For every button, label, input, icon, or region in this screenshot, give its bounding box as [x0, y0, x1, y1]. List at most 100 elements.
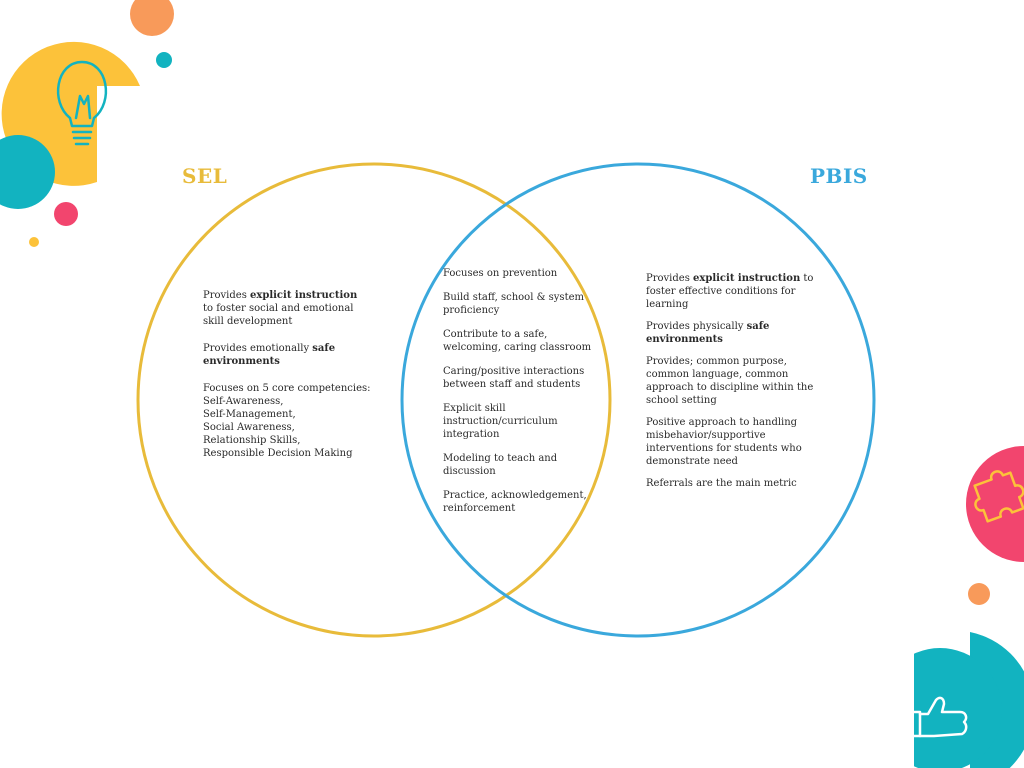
- text: school setting: [646, 395, 717, 406]
- text: Self-Management,: [203, 409, 296, 420]
- pbis-item-line: school setting: [646, 394, 836, 407]
- text: welcoming, caring classroom: [443, 342, 592, 353]
- sel-item-line: Provides emotionally safe: [203, 342, 403, 355]
- pbis-item-line: Provides; common purpose,: [646, 355, 836, 368]
- decor-dot-teal-small: [156, 52, 172, 68]
- text: demonstrate need: [646, 456, 738, 467]
- text: misbehavior/supportive: [646, 430, 766, 441]
- sel-item-line: Responsible Decision Making: [203, 447, 403, 460]
- shared-item-line: integration: [443, 428, 593, 441]
- shared-item: Modeling to teach and discussion: [443, 452, 593, 478]
- text: reinforcement: [443, 503, 516, 514]
- bold-text: safe: [746, 321, 770, 332]
- sel-item: Focuses on 5 core competencies:Self-Awar…: [203, 382, 403, 460]
- text: Referrals are the main metric: [646, 478, 797, 489]
- sel-item-line: Self-Awareness,: [203, 395, 403, 408]
- text: Social Awareness,: [203, 422, 295, 433]
- text: Provides: [646, 273, 694, 284]
- text: between staff and students: [443, 379, 581, 390]
- pbis-circle: [400, 162, 876, 638]
- pbis-item-line: Provides explicit instruction to: [646, 272, 836, 285]
- shared-item-line: proficiency: [443, 304, 593, 317]
- pbis-item-line: demonstrate need: [646, 455, 836, 468]
- text: Provides physically: [646, 321, 747, 332]
- text: Focuses on prevention: [443, 268, 558, 279]
- text: foster effective conditions for: [646, 286, 796, 297]
- thumbs-up-icon: [914, 696, 968, 738]
- text: Build staff, school & system: [443, 292, 584, 303]
- text: learning: [646, 299, 689, 310]
- pbis-item-line: Provides physically safe: [646, 320, 836, 333]
- shared-item-line: between staff and students: [443, 378, 593, 391]
- bold-text: explicit instruction: [693, 273, 801, 284]
- lightbulb-icon: [56, 60, 108, 146]
- text: to foster social and emotional: [203, 303, 354, 314]
- pbis-item-line: approach to discipline within the: [646, 381, 836, 394]
- decor-top-left: [0, 0, 174, 247]
- shared-item: Focuses on prevention: [443, 267, 593, 280]
- text: Practice, acknowledgement,: [443, 490, 587, 501]
- shared-item: Practice, acknowledgement, reinforcement: [443, 489, 593, 515]
- text: interventions for students who: [646, 443, 802, 454]
- decor-right: [914, 446, 1024, 768]
- sel-item-line: skill development: [203, 315, 403, 328]
- text: Caring/positive interactions: [443, 366, 585, 377]
- pbis-item-line: foster effective conditions for: [646, 285, 836, 298]
- sel-item-line: Relationship Skills,: [203, 434, 403, 447]
- sel-item-line: environments: [203, 355, 403, 368]
- pbis-item-line: common language, common: [646, 368, 836, 381]
- decor-circle-teal-bottom: [914, 648, 1002, 768]
- text: instruction/curriculum: [443, 416, 558, 427]
- pbis-item: Referrals are the main metric: [646, 477, 836, 490]
- sel-item-line: Self-Management,: [203, 408, 403, 421]
- pbis-item-line: Referrals are the main metric: [646, 477, 836, 490]
- text: Provides: [203, 290, 251, 301]
- pbis-item-line: learning: [646, 298, 836, 311]
- text: Modeling to teach and: [443, 453, 558, 464]
- text: Explicit skill: [443, 403, 506, 414]
- text: discussion: [443, 466, 496, 477]
- sel-item-line: Provides explicit instruction: [203, 289, 403, 302]
- decor-pink-half-circle: [966, 446, 1024, 562]
- text: Focuses on 5 core competencies:: [203, 383, 371, 394]
- text: Positive approach to handling: [646, 417, 798, 428]
- shared-item-line: Modeling to teach and: [443, 452, 593, 465]
- bold-text: environments: [646, 334, 723, 345]
- pbis-item: Provides; common purpose, common language…: [646, 355, 836, 407]
- text: common language, common: [646, 369, 789, 380]
- text: Provides; common purpose,: [646, 356, 787, 367]
- bold-text: explicit instruction: [250, 290, 358, 301]
- shared-item-line: Caring/positive interactions: [443, 365, 593, 378]
- text: Contribute to a safe,: [443, 329, 548, 340]
- pbis-item-line: environments: [646, 333, 836, 346]
- decor-circle-orange: [130, 0, 174, 36]
- pbis-item-line: interventions for students who: [646, 442, 836, 455]
- text: proficiency: [443, 305, 500, 316]
- sel-item-line: to foster social and emotional: [203, 302, 403, 315]
- text: skill development: [203, 316, 293, 327]
- text: Relationship Skills,: [203, 435, 301, 446]
- sel-item-line: Social Awareness,: [203, 421, 403, 434]
- text: approach to discipline within the: [646, 382, 814, 393]
- shared-item-line: Focuses on prevention: [443, 267, 593, 280]
- shared-item: Explicit skill instruction/curriculum inte…: [443, 402, 593, 441]
- decor-dot-orange: [968, 583, 990, 605]
- shared-item: Contribute to a safe, welcoming, caring c…: [443, 328, 593, 354]
- shared-item: Build staff, school & system proficiency: [443, 291, 593, 317]
- decor-dot-yellow: [29, 237, 39, 247]
- shared-item-line: discussion: [443, 465, 593, 478]
- pbis-item-line: misbehavior/supportive: [646, 429, 836, 442]
- pbis-title: PBIS: [810, 164, 868, 188]
- decor-circle-teal: [0, 135, 55, 209]
- text: integration: [443, 429, 500, 440]
- shared-item: Caring/positive interactions between staf…: [443, 365, 593, 391]
- puzzle-icon: [973, 470, 1024, 523]
